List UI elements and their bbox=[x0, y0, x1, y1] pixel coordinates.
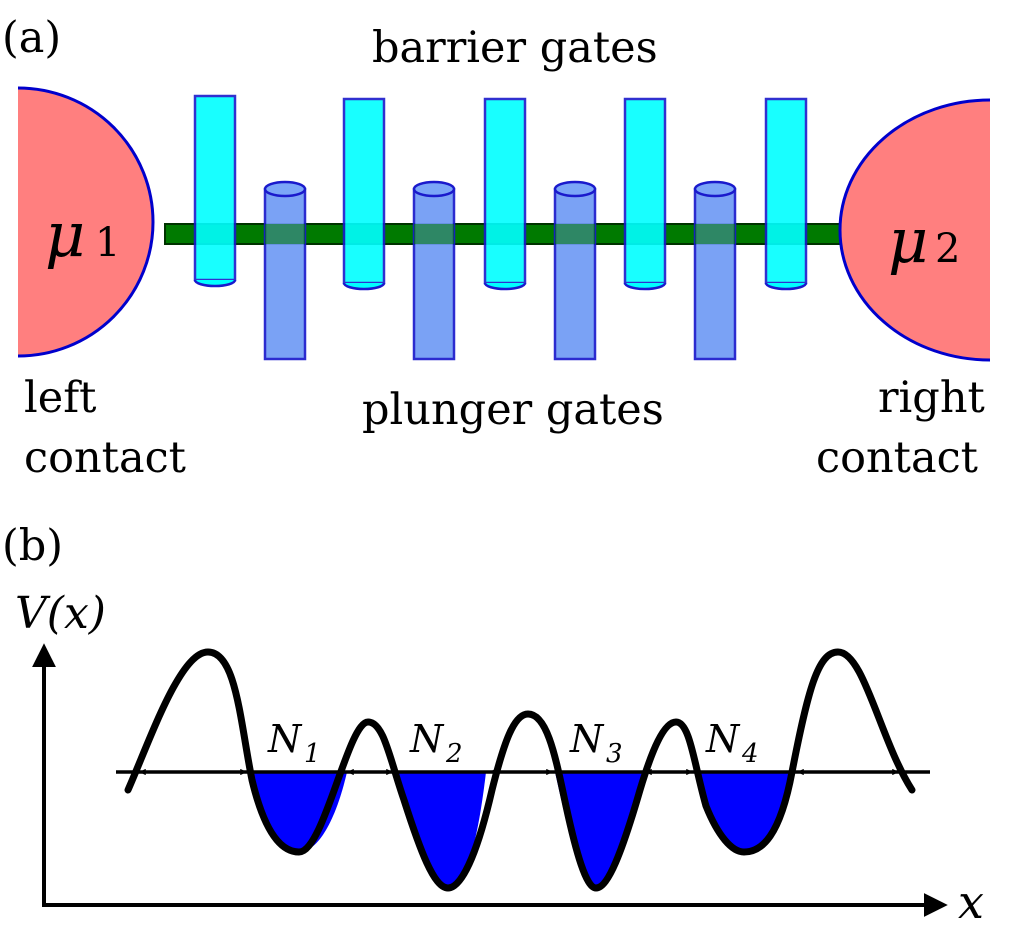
dot-1-fill bbox=[247, 772, 347, 852]
dot-4-label: N bbox=[705, 717, 741, 761]
filled-levels bbox=[247, 772, 790, 888]
right-contact-label-line2: contact bbox=[816, 433, 978, 483]
barrier-gate-5 bbox=[764, 97, 808, 291]
left-contact-mu-subscript: 1 bbox=[95, 220, 120, 266]
right-contact-label-line1: right bbox=[878, 373, 985, 423]
dot-2-subscript: 2 bbox=[445, 739, 463, 769]
panel-b: (b) V(x) x N 1 N 2 bbox=[2, 521, 984, 929]
wire-overlay bbox=[265, 224, 735, 244]
dot-1-label: N bbox=[267, 717, 303, 761]
plunger-gates bbox=[263, 180, 737, 361]
left-contact bbox=[18, 88, 153, 356]
x-axis-label: x bbox=[958, 875, 984, 929]
right-contact bbox=[840, 100, 990, 360]
right-contact-mu: μ bbox=[888, 204, 928, 277]
left-contact-label-line2: contact bbox=[24, 433, 186, 483]
left-contact-label-line1: left bbox=[24, 373, 96, 423]
dot-4-subscript: 4 bbox=[741, 739, 759, 769]
left-contact-mu: μ bbox=[45, 198, 85, 271]
barrier-gate-4 bbox=[623, 97, 667, 291]
barrier-gate-1 bbox=[193, 94, 237, 288]
right-contact-mu-subscript: 2 bbox=[935, 226, 960, 272]
panel-a-label: (a) bbox=[2, 13, 61, 63]
dot-3-label: N bbox=[569, 717, 605, 761]
barrier-gate-3 bbox=[483, 97, 527, 291]
plunger-gate-3 bbox=[553, 180, 597, 361]
dot-1-subscript: 1 bbox=[304, 739, 321, 769]
dot-labels: N 1 N 2 N 3 N 4 bbox=[267, 717, 759, 769]
plunger-gates-label: plunger gates bbox=[362, 385, 664, 435]
barrier-gates-label: barrier gates bbox=[372, 23, 658, 73]
panel-a: (a) barrier gates μ 1 μ 2 bbox=[2, 13, 991, 483]
barrier-gates bbox=[193, 94, 808, 291]
plunger-gate-1 bbox=[263, 180, 307, 361]
y-axis-label: V(x) bbox=[15, 588, 106, 639]
dot-3-fill bbox=[555, 772, 642, 888]
right-contact-outline bbox=[838, 98, 991, 362]
potential-curve bbox=[124, 648, 916, 892]
dot-2-label: N bbox=[409, 717, 445, 761]
left-contact-outline bbox=[17, 86, 155, 358]
barrier-gate-2 bbox=[342, 97, 386, 291]
plunger-gate-4 bbox=[693, 180, 737, 361]
dot-2-fill bbox=[394, 772, 486, 888]
panel-b-label: (b) bbox=[2, 521, 63, 571]
plunger-gate-2 bbox=[412, 180, 456, 361]
dot-3-subscript: 3 bbox=[606, 739, 623, 769]
